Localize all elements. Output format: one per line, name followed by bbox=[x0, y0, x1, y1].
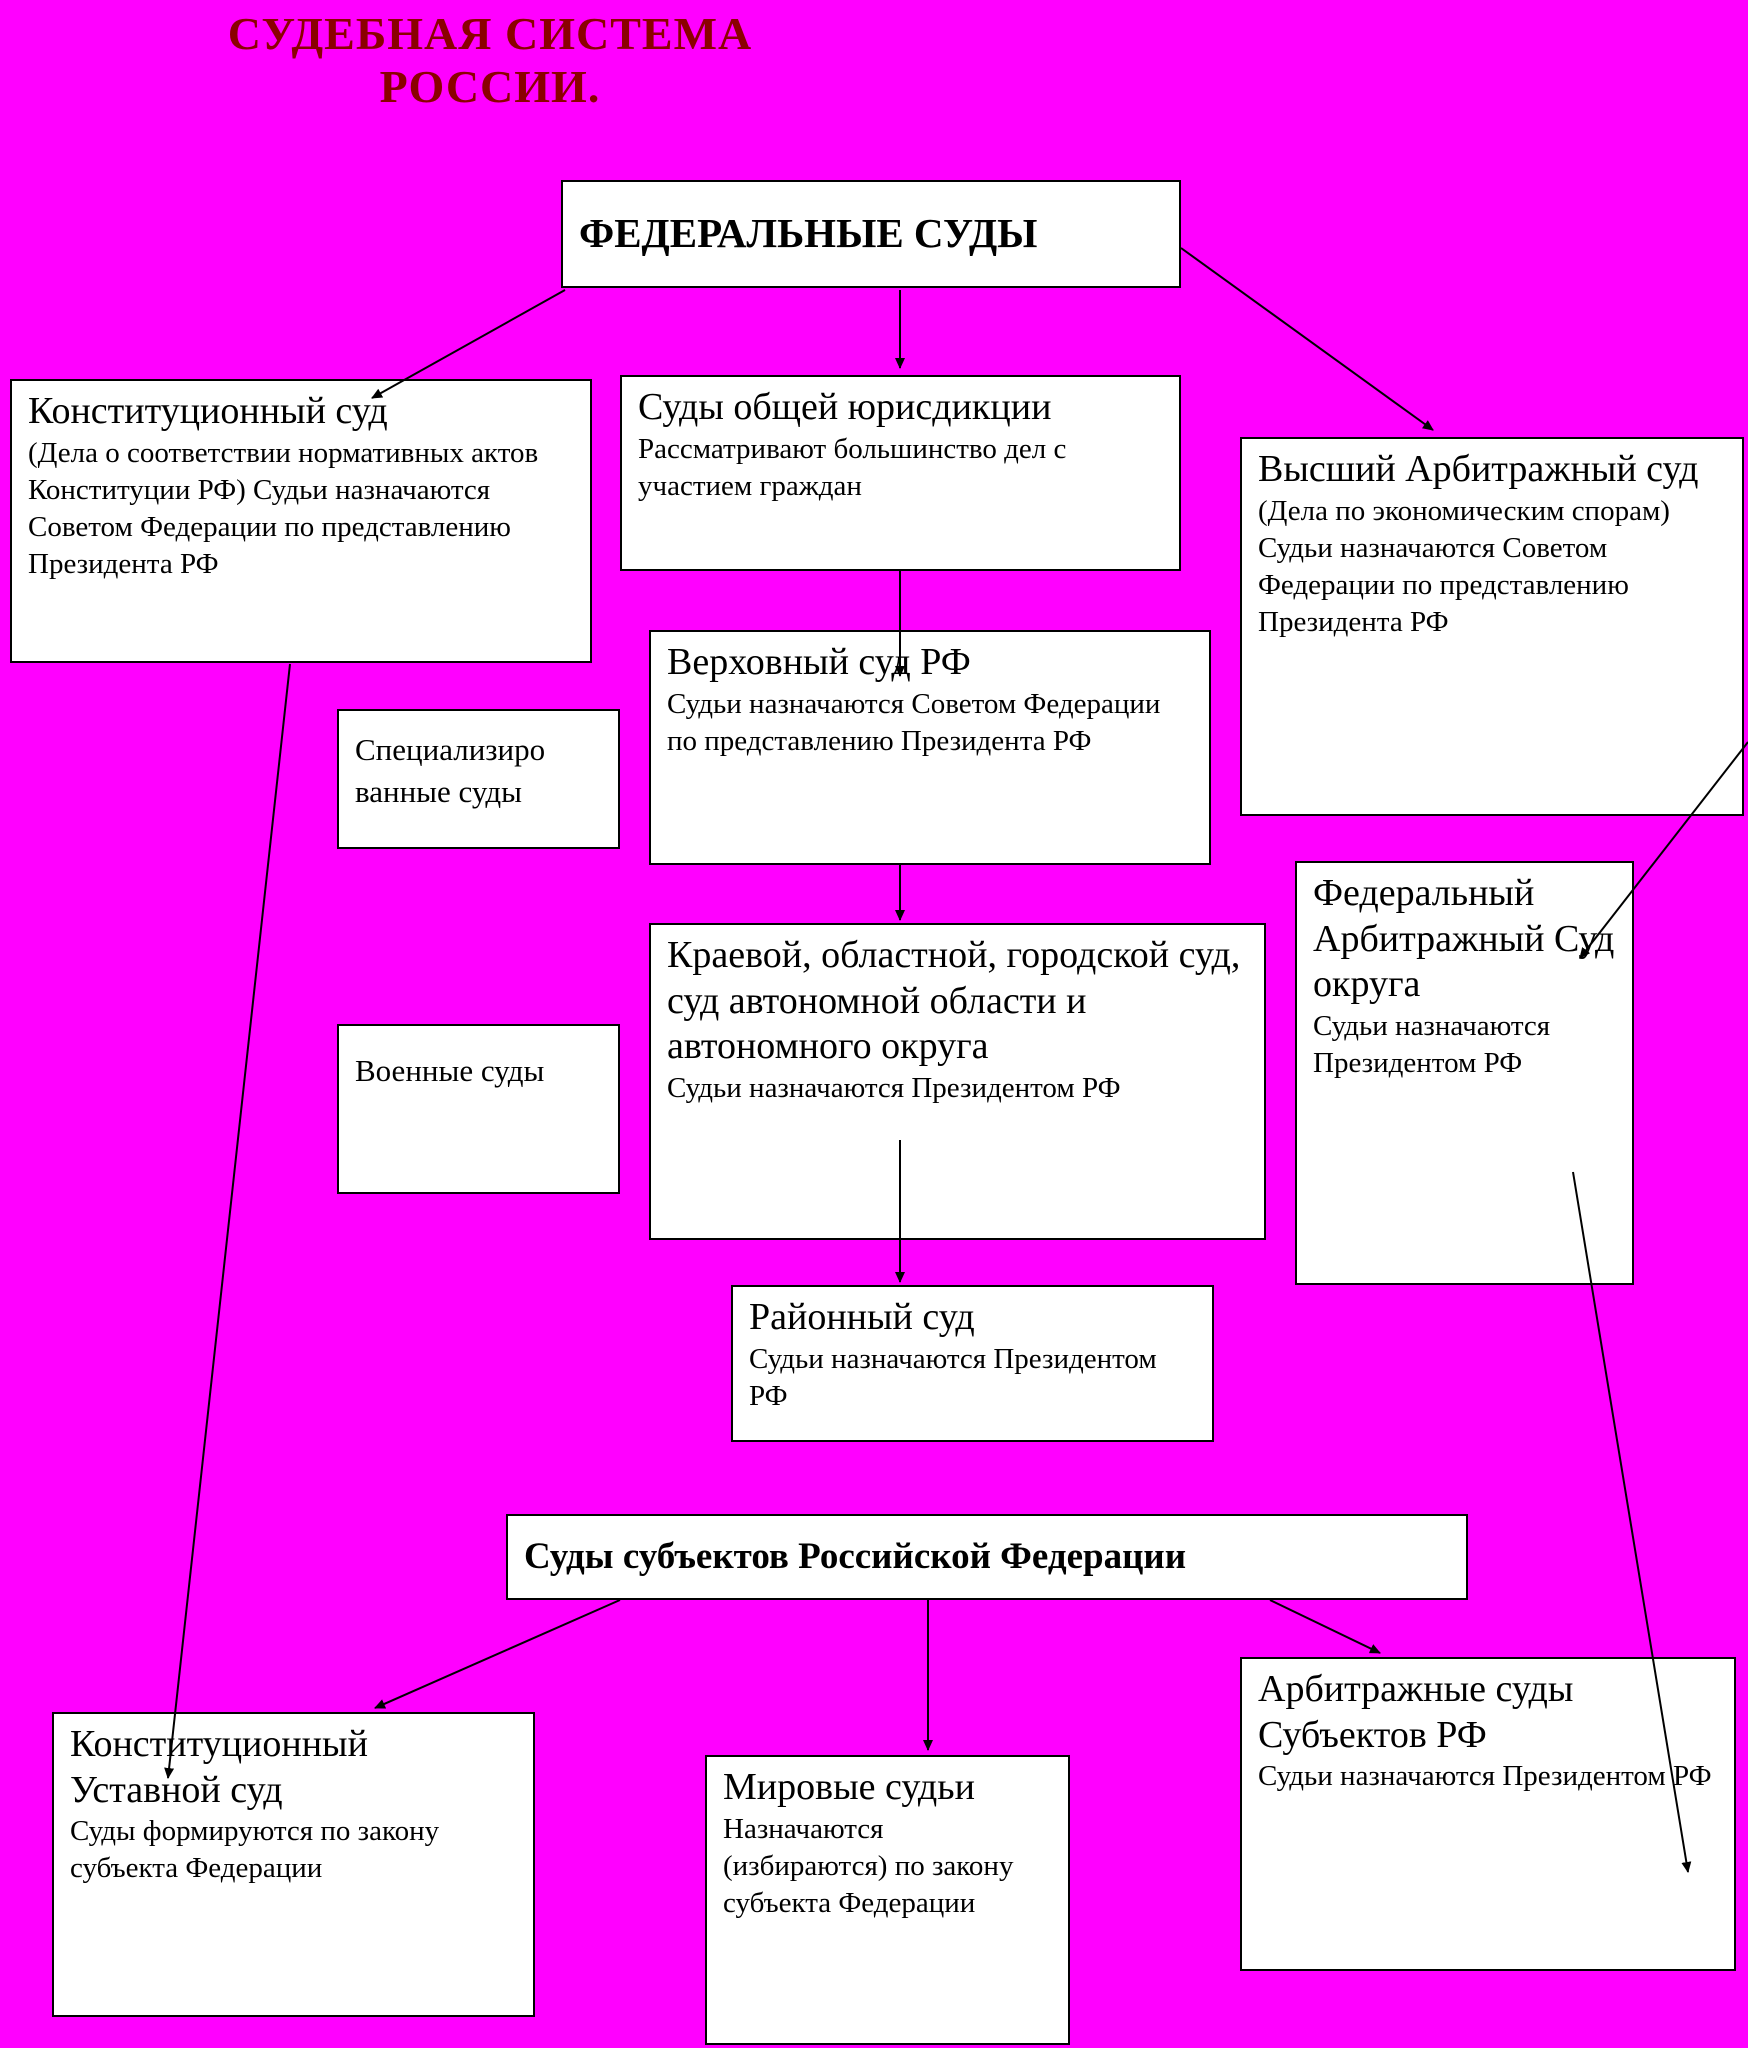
box-constitutional-charter-court-heading: Конституционный Уставной суд bbox=[70, 1723, 368, 1811]
box-supreme-court-heading: Верховный суд РФ bbox=[667, 641, 971, 683]
box-subjects-courts: Суды субъектов Российской Федерации bbox=[506, 1514, 1468, 1600]
box-general-jurisdiction-heading: Суды общей юрисдикции bbox=[638, 386, 1052, 428]
box-constitutional-charter-court-body: Суды формируются по закону субъекта Феде… bbox=[70, 1815, 440, 1885]
box-general-jurisdiction-body: Рассматривают большинство дел с участием… bbox=[638, 432, 1067, 502]
box-regional-courts-body: Судьи назначаются Президентом РФ bbox=[667, 1071, 1121, 1104]
box-constitutional-court-body: (Дела о соответствии нормативных актов К… bbox=[28, 436, 539, 580]
box-district-court-heading: Районный суд bbox=[749, 1296, 975, 1338]
box-magistrate-judges: Мировые судьи Назначаются (избираются) п… bbox=[705, 1755, 1070, 2045]
box-arbitration-subjects: Арбитражные суды Субъектов РФ Судьи назн… bbox=[1240, 1657, 1736, 1971]
arrow-subjects-to-arbitration-subjects bbox=[1269, 1599, 1381, 1654]
box-constitutional-court-heading: Конституционный суд bbox=[28, 390, 388, 432]
box-arbitration-subjects-body: Судьи назначаются Президентом РФ bbox=[1258, 1760, 1712, 1793]
box-supreme-court-body: Судьи назначаются Советом Федерации по п… bbox=[667, 687, 1161, 757]
box-military-courts: Военные суды bbox=[337, 1024, 620, 1194]
box-district-court-body: Судьи назначаются Президентом РФ bbox=[749, 1342, 1157, 1412]
arrow-subjects-to-charter-court bbox=[374, 1599, 621, 1709]
box-supreme-court: Верховный суд РФ Судьи назначаются Совет… bbox=[649, 630, 1211, 865]
box-federal-arbitration-district: Федеральный Арбитражный Суд округа Судьи… bbox=[1295, 861, 1634, 1285]
box-federal-arbitration-district-heading: Федеральный Арбитражный Суд округа bbox=[1313, 872, 1615, 1006]
box-specialized-courts: Специализиро ванные суды bbox=[337, 709, 620, 849]
page-title: СУДЕБНАЯ СИСТЕМА РОССИИ. bbox=[227, 8, 753, 112]
arrow-constitutional-to-charter-court bbox=[164, 663, 291, 1779]
box-regional-courts: Краевой, областной, городской суд, суд а… bbox=[649, 923, 1266, 1240]
box-arbitration-subjects-heading: Арбитражные суды Субъектов РФ bbox=[1258, 1668, 1574, 1756]
box-magistrate-judges-body: Назначаются (избираются) по закону субъе… bbox=[723, 1812, 1014, 1919]
box-military-courts-heading: Военные суды bbox=[355, 1053, 545, 1088]
box-constitutional-charter-court: Конституционный Уставной суд Суды формир… bbox=[52, 1712, 535, 2017]
box-magistrate-judges-heading: Мировые судьи bbox=[723, 1766, 975, 1808]
box-specialized-courts-heading: Специализиро ванные суды bbox=[355, 732, 546, 809]
box-constitutional-court: Конституционный суд (Дела о соответствии… bbox=[10, 379, 592, 663]
box-supreme-arbitration-body: (Дела по экономическим спорам) Судьи наз… bbox=[1258, 494, 1670, 638]
arrow-federal-to-supreme-arbitration bbox=[1180, 247, 1434, 431]
box-federal-courts-heading: ФЕДЕРАЛЬНЫЕ СУДЫ bbox=[579, 210, 1038, 257]
box-general-jurisdiction: Суды общей юрисдикции Рассматривают боль… bbox=[620, 375, 1181, 571]
box-federal-arbitration-district-body: Судьи назначаются Президентом РФ bbox=[1313, 1009, 1551, 1079]
box-supreme-arbitration: Высший Арбитражный суд (Дела по экономич… bbox=[1240, 437, 1744, 816]
box-regional-courts-heading: Краевой, областной, городской суд, суд а… bbox=[667, 934, 1241, 1068]
box-district-court: Районный суд Судьи назначаются Президент… bbox=[731, 1285, 1214, 1442]
box-federal-courts: ФЕДЕРАЛЬНЫЕ СУДЫ bbox=[561, 180, 1181, 288]
box-subjects-courts-heading: Суды субъектов Российской Федерации bbox=[524, 1535, 1187, 1577]
box-supreme-arbitration-heading: Высший Арбитражный суд bbox=[1258, 448, 1699, 490]
